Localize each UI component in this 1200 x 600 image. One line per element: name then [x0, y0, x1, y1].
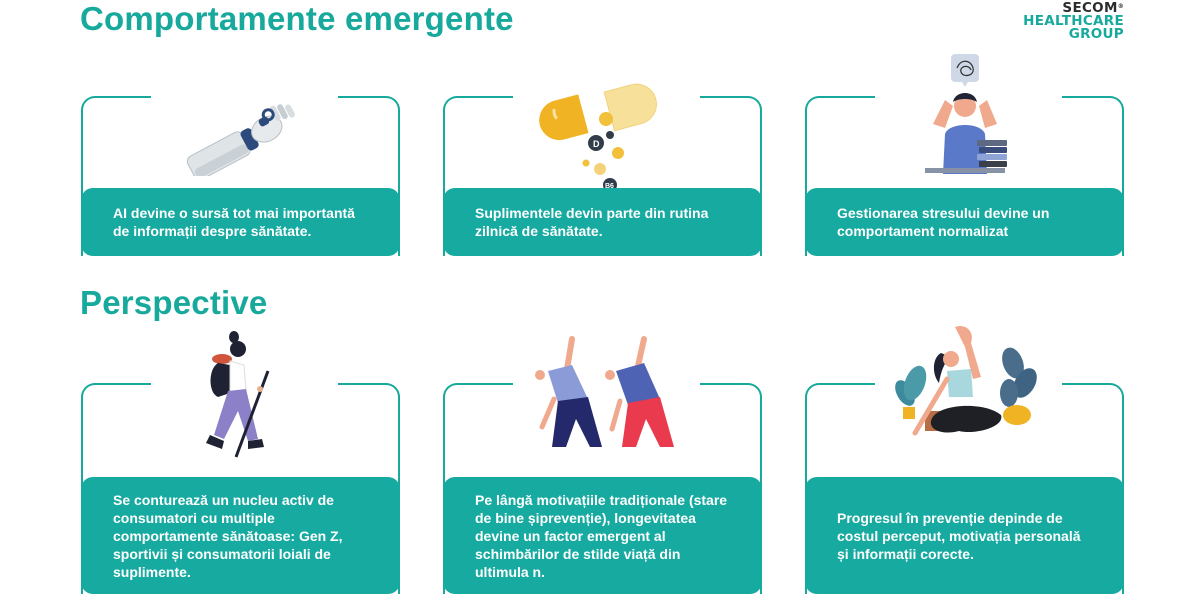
- card-stress-management: Gestionarea stresului devine un comporta…: [805, 54, 1124, 256]
- stressed-student-icon: [805, 52, 1124, 174]
- card-text-box: Progresul în prevenție depinde de costul…: [805, 477, 1124, 594]
- card-text-box: Pe lângă motivațiile tradiționale (stare…: [443, 477, 762, 594]
- frame-gap: [151, 92, 338, 100]
- card-active-consumers: Se conturează un nucleu activ de consuma…: [81, 331, 400, 594]
- card-description: Suplimentele devin parte din rutina ziln…: [475, 205, 709, 239]
- card-ai-information: AI devine o sursă tot mai importantă de …: [81, 92, 400, 256]
- card-text-box: Se conturează un nucleu activ de consuma…: [81, 477, 400, 594]
- secom-healthcare-logo: SECOM® HEALTHCARE GROUP: [1023, 0, 1124, 42]
- frame-gap: [513, 379, 700, 387]
- card-description: Se conturează un nucleu activ de consuma…: [113, 491, 343, 580]
- logo-line-healthcare: HEALTHCARE: [1023, 13, 1124, 29]
- card-text-box: AI devine o sursă tot mai importantă de …: [81, 188, 400, 256]
- robot-hand-icon: [81, 56, 400, 176]
- card-prevention-progress: Progresul în prevenție depinde de costul…: [805, 325, 1124, 594]
- vitamin-capsule-icon: D B6: [443, 68, 762, 198]
- seniors-stretching-icon: [443, 335, 762, 447]
- card-description: Progresul în prevenție depinde de costul…: [837, 509, 1081, 562]
- card-text-box: Suplimentele devin parte din rutina ziln…: [443, 188, 762, 256]
- svg-text:B6: B6: [605, 183, 614, 190]
- section-title-perspectives: Perspective: [80, 284, 268, 321]
- card-supplements: D B6 Suplimentele devin parte din rutina…: [443, 83, 762, 256]
- card-description: Pe lângă motivațiile tradiționale (stare…: [475, 491, 728, 580]
- yoga-woman-icon: [805, 323, 1124, 443]
- hiker-icon: [81, 331, 400, 461]
- registered-mark: ®: [1117, 3, 1124, 10]
- logo-line-secom: SECOM: [1062, 0, 1118, 16]
- card-description: Gestionarea stresului devine un comporta…: [837, 205, 1050, 239]
- card-description: AI devine o sursă tot mai importantă de …: [113, 205, 355, 239]
- logo-line-group: GROUP: [1068, 26, 1124, 42]
- card-text-box: Gestionarea stresului devine un comporta…: [805, 188, 1124, 256]
- card-longevity: Pe lângă motivațiile tradiționale (stare…: [443, 336, 762, 594]
- section-title-emerging-behaviors: Comportamente emergente: [80, 0, 514, 37]
- svg-text:D: D: [593, 139, 600, 149]
